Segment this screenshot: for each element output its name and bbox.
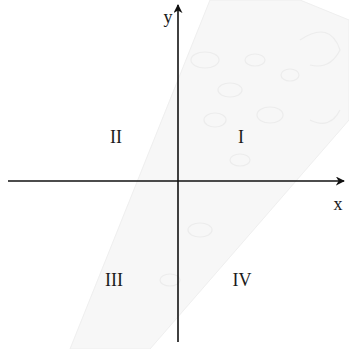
y-axis [177,5,179,342]
quadrant-label: III [105,271,123,289]
axis-label: y [164,8,173,26]
quadrant-label: II [110,128,122,146]
x-axis [8,180,344,182]
axis-label: x [334,195,343,213]
quadrant-label: IV [233,271,252,289]
watermark [70,0,349,349]
quadrant-label: I [238,128,244,146]
